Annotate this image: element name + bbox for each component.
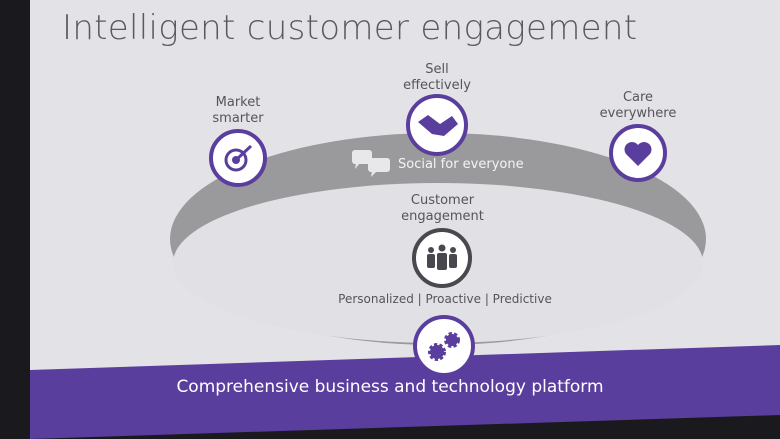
slide-title: Intelligent customer engagement <box>62 8 638 48</box>
platform-label: Comprehensive business and technology pl… <box>176 377 604 397</box>
market-smarter-label: Market smarter <box>212 95 264 126</box>
customer-engagement-label: Customer engagement <box>401 193 484 224</box>
handshake-icon <box>406 94 468 156</box>
tagline: Personalized | Proactive | Predictive <box>338 292 552 306</box>
gears-icon <box>413 315 475 377</box>
care-everywhere-label: Care everywhere <box>599 90 677 121</box>
heart-icon <box>609 124 667 182</box>
sell-effectively-label: Sell effectively <box>403 62 471 93</box>
target-icon <box>209 129 267 187</box>
social-label: Social for everyone <box>398 157 524 172</box>
platform-band <box>30 345 780 439</box>
people-icon <box>412 228 472 288</box>
chat-bubbles-icon <box>352 150 390 177</box>
